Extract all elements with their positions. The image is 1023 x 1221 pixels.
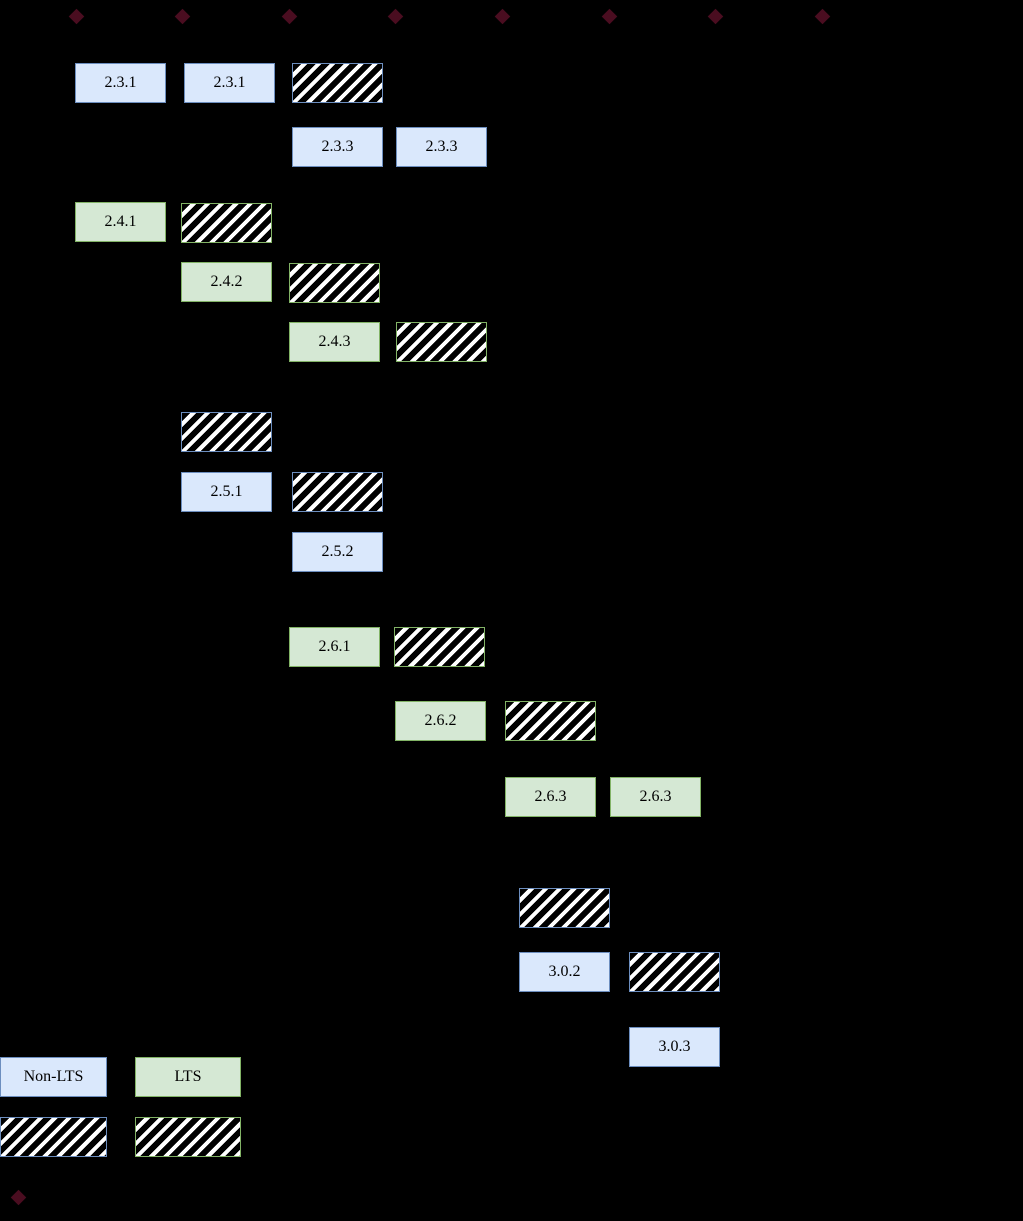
release-label: 2.6.1: [318, 638, 351, 655]
milestone-diamond-icon: [601, 8, 617, 24]
release-2.6.3-box: 2.6.3: [505, 777, 596, 817]
milestone-diamond-icon: [174, 8, 190, 24]
release-hatched-lts-box: [394, 627, 485, 667]
legend-hatched-lts-box: [135, 1117, 241, 1157]
release-label: 2.3.3: [425, 138, 458, 155]
release-3.0.3-box: 3.0.3: [629, 1027, 720, 1067]
release-hatched-non-lts-box: [181, 412, 272, 452]
milestone-diamond-icon: [68, 8, 84, 24]
release-2.4.2-box: 2.4.2: [181, 262, 272, 302]
release-label: 2.4.2: [210, 273, 243, 290]
release-2.6.3-box: 2.6.3: [610, 777, 701, 817]
release-hatched-lts-box: [289, 263, 380, 303]
release-label: 2.3.1: [104, 74, 137, 91]
release-2.4.1-box: 2.4.1: [75, 202, 166, 242]
release-label: 2.6.3: [639, 788, 672, 805]
release-label: 2.5.2: [321, 543, 354, 560]
release-hatched-lts-box: [396, 322, 487, 362]
release-label: 2.4.1: [104, 213, 137, 230]
release-label: 2.6.3: [534, 788, 567, 805]
release-2.4.3-box: 2.4.3: [289, 322, 380, 362]
release-2.5.1-box: 2.5.1: [181, 472, 272, 512]
release-2.3.1-box: 2.3.1: [184, 63, 275, 103]
legend-non-lts-box: Non-LTS: [0, 1057, 107, 1097]
release-2.3.3-box: 2.3.3: [396, 127, 487, 167]
legend-label: Non-LTS: [23, 1068, 84, 1085]
release-label: 2.5.1: [210, 483, 243, 500]
milestone-diamond-icon: [10, 1189, 26, 1205]
release-2.3.3-box: 2.3.3: [292, 127, 383, 167]
release-hatched-non-lts-box: [292, 472, 383, 512]
release-2.5.2-box: 2.5.2: [292, 532, 383, 572]
release-3.0.2-box: 3.0.2: [519, 952, 610, 992]
release-hatched-non-lts-box: [519, 888, 610, 928]
legend-hatched-non-lts-box: [0, 1117, 107, 1157]
release-hatched-non-lts-box: [629, 952, 720, 992]
release-hatched-lts-box: [505, 701, 596, 741]
legend-label: LTS: [174, 1068, 202, 1085]
release-label: 2.3.1: [213, 74, 246, 91]
release-2.6.2-box: 2.6.2: [395, 701, 486, 741]
release-label: 3.0.2: [548, 963, 581, 980]
release-label: 2.3.3: [321, 138, 354, 155]
milestone-diamond-icon: [707, 8, 723, 24]
milestone-diamond-icon: [387, 8, 403, 24]
release-label: 2.6.2: [424, 712, 457, 729]
release-hatched-non-lts-box: [292, 63, 383, 103]
release-2.6.1-box: 2.6.1: [289, 627, 380, 667]
milestone-diamond-icon: [281, 8, 297, 24]
release-label: 3.0.3: [658, 1038, 691, 1055]
legend-lts-box: LTS: [135, 1057, 241, 1097]
milestone-diamond-icon: [814, 8, 830, 24]
milestone-diamond-icon: [494, 8, 510, 24]
release-label: 2.4.3: [318, 333, 351, 350]
release-hatched-lts-box: [181, 203, 272, 243]
release-2.3.1-box: 2.3.1: [75, 63, 166, 103]
